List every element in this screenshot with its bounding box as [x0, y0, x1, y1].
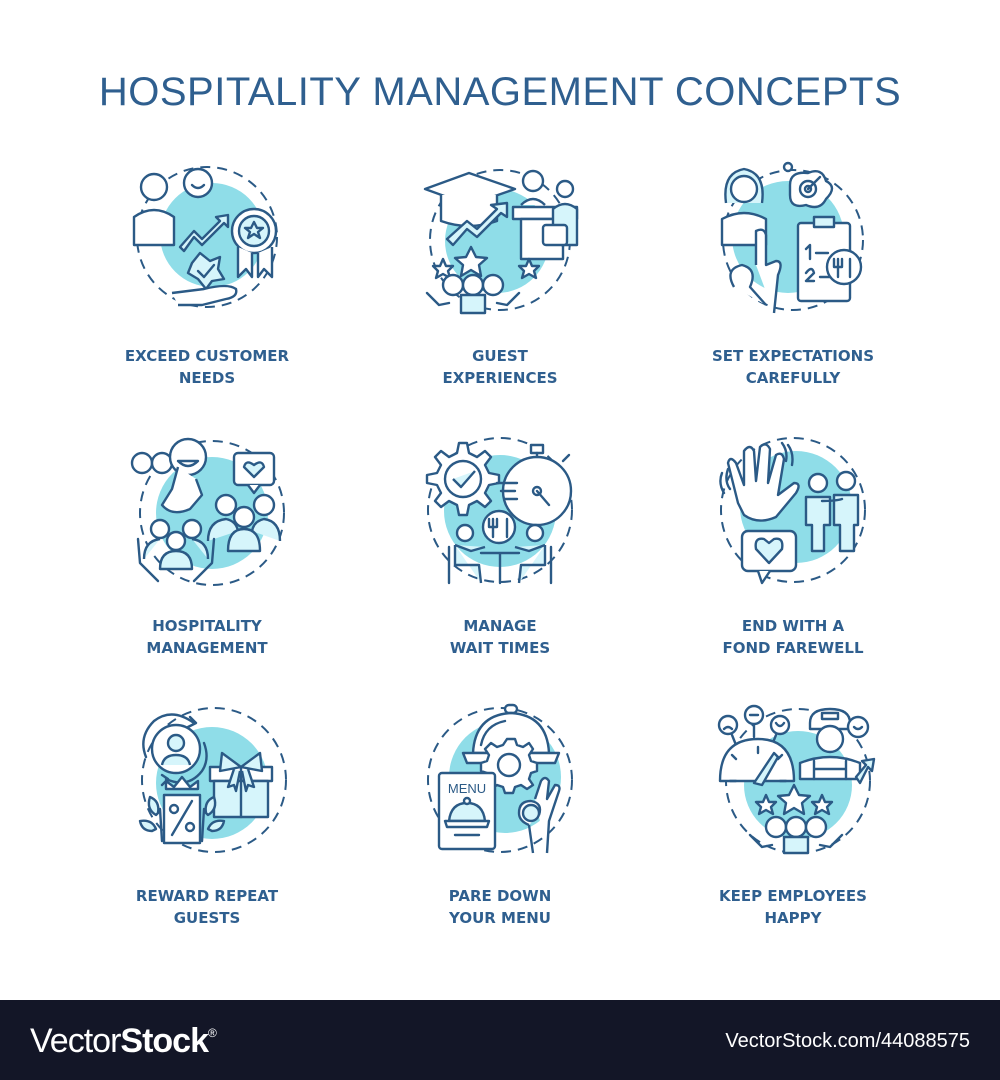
vectorstock-logo: VectorStock®: [30, 1022, 217, 1060]
set-expectations-icon: [720, 161, 864, 314]
concept-label: GUEST EXPERIENCES: [442, 347, 558, 387]
concept-label: END WITH A FOND FAREWELL: [722, 617, 864, 657]
concept-card-guest-experiences: GUEST EXPERIENCES: [370, 165, 630, 415]
keep-employees-happy-icon: [717, 704, 876, 855]
concept-label: EXCEED CUSTOMER NEEDS: [124, 347, 290, 387]
manage-wait-times-icon: [425, 437, 573, 585]
footer-bar: VectorStock® VectorStock.com/44088575: [0, 1000, 1000, 1080]
concept-card-exceed-customer-needs: EXCEED CUSTOMER NEEDS: [77, 165, 337, 415]
concept-card-manage-wait-times: MANAGE WAIT TIMES: [370, 435, 630, 685]
pare-down-menu-icon: MENU: [427, 703, 573, 854]
concept-label: HOSPITALITY MANAGEMENT: [146, 617, 268, 657]
concept-card-reward-repeat-guests: REWARD REPEAT GUESTS: [77, 705, 337, 955]
concept-card-fond-farewell: END WITH A FOND FAREWELL: [663, 435, 923, 685]
concept-card-keep-employees-happy: KEEP EMPLOYEES HAPPY: [663, 704, 923, 955]
footer-url: VectorStock.com/44088575: [725, 1030, 970, 1052]
concept-label: SET EXPECTATIONS CAREFULLY: [712, 347, 874, 387]
concept-label: PARE DOWN YOUR MENU: [448, 887, 552, 927]
concept-card-hospitality-management: HOSPITALITY MANAGEMENT: [77, 435, 337, 685]
exceed-customer-needs-icon: [132, 166, 278, 308]
page-title: HOSPITALITY MANAGEMENT CONCEPTS: [98, 70, 902, 114]
concept-label: REWARD REPEAT GUESTS: [135, 887, 279, 927]
concept-label: KEEP EMPLOYEES HAPPY: [719, 887, 867, 927]
concept-card-set-expectations: SET EXPECTATIONS CAREFULLY: [663, 161, 923, 415]
reward-repeat-guests-icon: [138, 707, 287, 853]
concept-label: MANAGE WAIT TIMES: [449, 617, 551, 657]
hospitality-management-icon: [130, 437, 285, 586]
guest-experiences-icon: [423, 169, 579, 315]
fond-farewell-icon: [719, 437, 866, 585]
concept-card-pare-down-menu: MENU PARE DOWN YOUR MENU: [370, 703, 630, 955]
menu-text: MENU: [448, 781, 486, 796]
